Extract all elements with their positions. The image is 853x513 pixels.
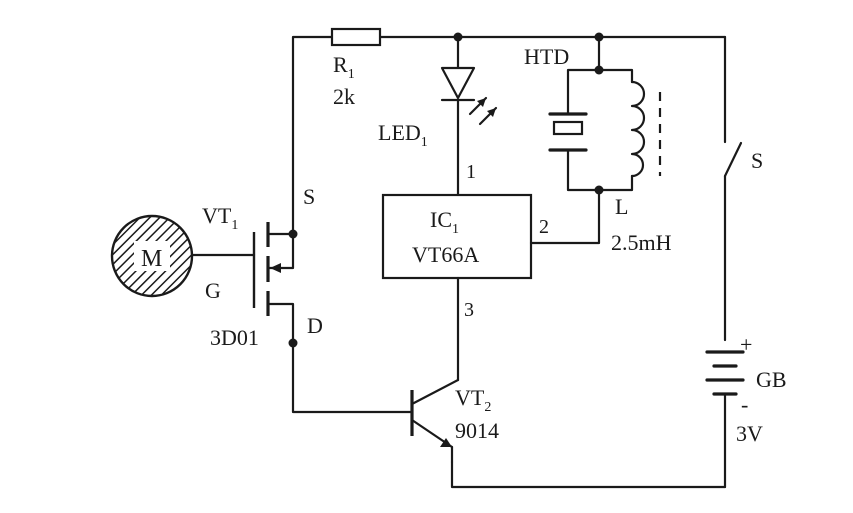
battery-gb bbox=[705, 350, 745, 489]
led-d1 bbox=[440, 35, 498, 197]
inductor-label: L bbox=[615, 194, 628, 219]
htd-label: HTD bbox=[524, 44, 569, 69]
vt1-drain-label: D bbox=[307, 313, 323, 338]
battery-minus: - bbox=[741, 392, 748, 417]
r1-value: 2k bbox=[333, 84, 355, 109]
ic-pin3-label: 3 bbox=[464, 299, 474, 321]
motor-label: M bbox=[141, 246, 162, 272]
battery-value: 3V bbox=[736, 421, 763, 446]
switch-label: S bbox=[751, 148, 763, 173]
vt1-source-label: S bbox=[303, 184, 315, 209]
htd-l-network bbox=[566, 35, 634, 195]
motor-m bbox=[110, 214, 194, 298]
ic1-label: IC1 bbox=[430, 207, 459, 237]
vt1-part: 3D01 bbox=[210, 325, 259, 350]
battery-plus: + bbox=[740, 332, 752, 357]
htd-buzzer bbox=[548, 112, 588, 152]
resistor-r1 bbox=[330, 27, 382, 47]
vt2-label: VT2 bbox=[455, 385, 491, 415]
r1-label: R1 bbox=[333, 52, 355, 82]
top-rail-wire bbox=[291, 35, 727, 234]
led1-label: LED1 bbox=[378, 120, 428, 150]
ic-pin1-label: 1 bbox=[466, 161, 476, 183]
inductor-value: 2.5mH bbox=[611, 230, 672, 255]
switch-s bbox=[723, 35, 743, 342]
vt2-part: 9014 bbox=[455, 418, 499, 443]
transistor-vt2 bbox=[291, 341, 460, 464]
inductor-coil bbox=[630, 80, 662, 178]
ic1-part: VT66A bbox=[412, 242, 479, 267]
vt1-gate-label: G bbox=[205, 278, 221, 303]
transistor-vt1 bbox=[188, 222, 298, 348]
ic-pin2-label: 2 bbox=[539, 216, 549, 238]
vt1-label: VT1 bbox=[202, 203, 238, 233]
ic1-chip bbox=[381, 193, 533, 280]
pin2-wire bbox=[529, 188, 601, 245]
battery-label: GB bbox=[756, 367, 787, 392]
bottom-rail-wire bbox=[450, 460, 727, 489]
